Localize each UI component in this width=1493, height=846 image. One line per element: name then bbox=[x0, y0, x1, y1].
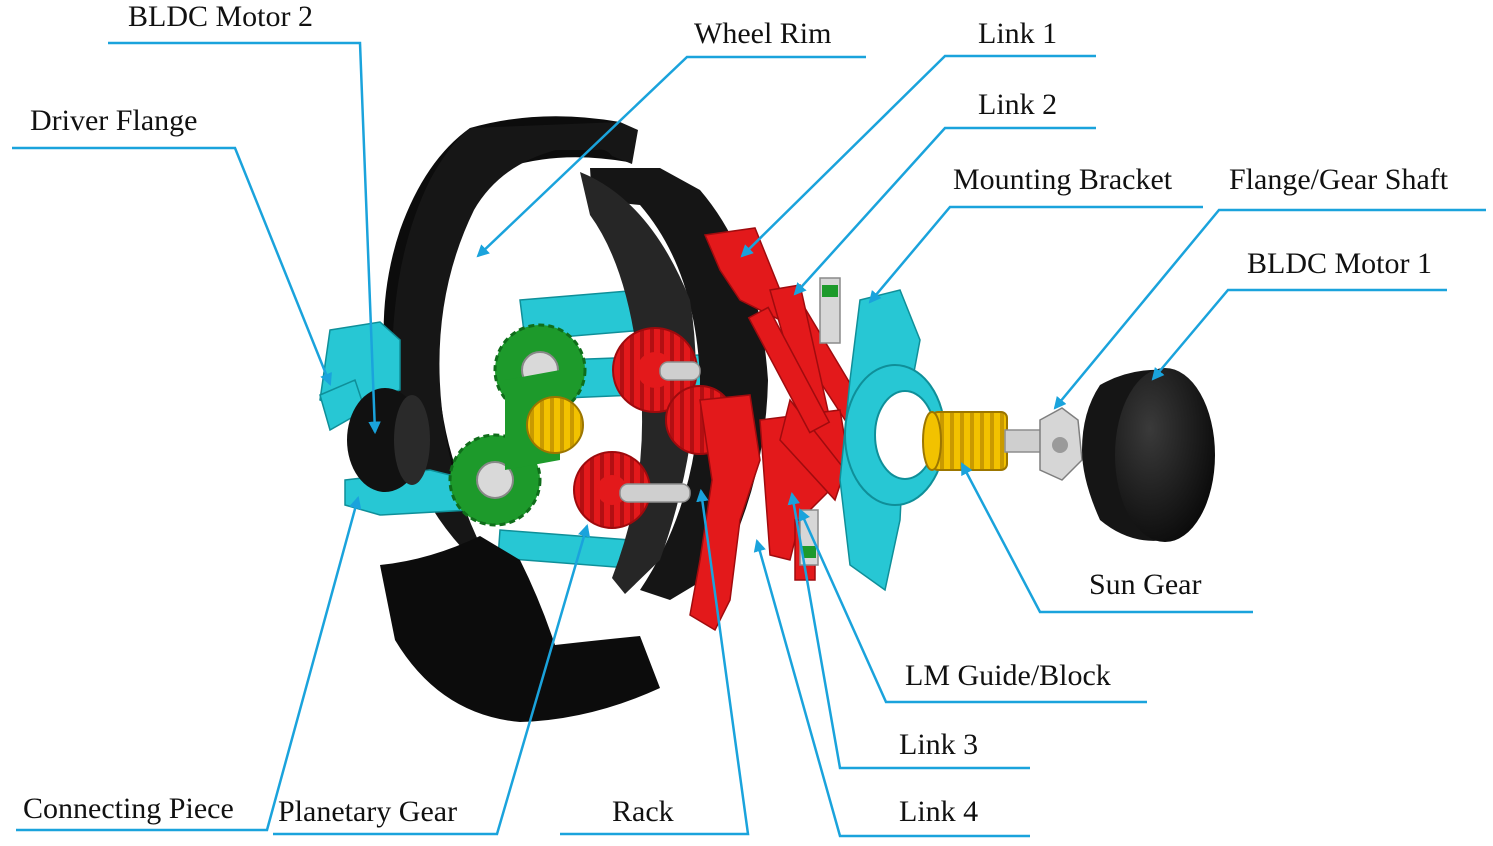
mechanism-illustration bbox=[319, 116, 1215, 722]
label-bldc-motor-1: BLDC Motor 1 bbox=[1247, 247, 1432, 280]
label-rack: Rack bbox=[612, 795, 674, 828]
leader-connecting-piece bbox=[16, 495, 362, 832]
wheel-rim bbox=[380, 116, 660, 722]
label-mounting-bracket: Mounting Bracket bbox=[953, 163, 1173, 196]
label-bldc-motor-2: BLDC Motor 2 bbox=[128, 0, 313, 33]
leader-link-3 bbox=[787, 491, 1030, 770]
sun-gear-part bbox=[922, 411, 1008, 471]
leader-rack bbox=[560, 488, 750, 836]
leader-sun-gear bbox=[960, 462, 1253, 614]
leader-lines bbox=[12, 41, 1486, 838]
label-connecting-piece: Connecting Piece bbox=[23, 792, 234, 825]
bldc-motor-1-body bbox=[1082, 368, 1215, 542]
label-sun-gear: Sun Gear bbox=[1089, 568, 1201, 601]
cyan-flange-ring bbox=[844, 364, 946, 506]
leader-mounting-bracket bbox=[868, 205, 1203, 304]
leader-link-1 bbox=[740, 54, 1096, 258]
leader-link-2 bbox=[793, 126, 1096, 296]
small-gold-gear bbox=[526, 396, 584, 454]
link-2-bar bbox=[747, 306, 831, 434]
label-wheel-rim: Wheel Rim bbox=[694, 17, 831, 50]
leader-flange-gear-shaft bbox=[1053, 208, 1486, 410]
leader-lm-guide-block bbox=[798, 508, 1147, 704]
label-link-3: Link 3 bbox=[899, 728, 978, 761]
label-planetary-gear: Planetary Gear bbox=[278, 795, 457, 828]
leader-bldc-motor-1 bbox=[1151, 288, 1447, 381]
lm-guides bbox=[799, 277, 841, 566]
label-flange-gear-shaft: Flange/Gear Shaft bbox=[1229, 163, 1449, 196]
leader-link-4 bbox=[753, 538, 1030, 838]
leader-bldc-motor-2 bbox=[108, 41, 381, 435]
flange-gear-shaft-part bbox=[1004, 407, 1083, 481]
steel-shafts bbox=[619, 361, 701, 503]
callout-labels: BLDC Motor 2 Wheel Rim Link 1 Link 2 Dri… bbox=[23, 0, 1449, 828]
leader-planetary-gear bbox=[273, 524, 591, 836]
label-driver-flange: Driver Flange bbox=[30, 104, 197, 137]
red-rack-and-links bbox=[689, 227, 861, 632]
label-link-2: Link 2 bbox=[978, 88, 1057, 121]
leader-driver-flange bbox=[12, 146, 332, 386]
label-link-1: Link 1 bbox=[978, 17, 1057, 50]
label-lm-guide-block: LM Guide/Block bbox=[905, 659, 1111, 692]
label-link-4: Link 4 bbox=[899, 795, 978, 828]
leader-wheel-rim bbox=[476, 55, 866, 258]
